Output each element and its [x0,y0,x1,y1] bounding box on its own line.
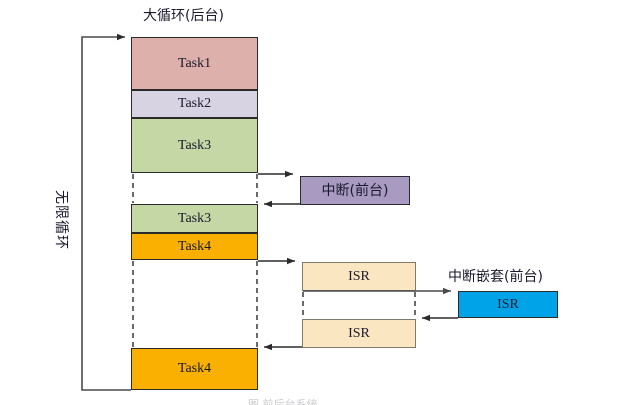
task-block-task4-resume: Task4 [131,348,258,390]
task-block-label: Task3 [177,210,212,226]
task-block-task3-resume: Task3 [131,204,258,233]
task-block-task1: Task1 [131,37,258,90]
isr-box-first: ISR [302,262,416,291]
isr-box-label: ISR [348,268,370,284]
task-block-task3-first: Task3 [131,118,258,173]
diagram-title: 大循环(后台) [143,8,224,24]
task-block-label: Task3 [177,137,212,153]
isr-box-second: ISR [302,319,416,348]
dashed-guide-isr [302,292,416,319]
nested-isr-box: ISR [458,291,558,318]
task-block-label: Task4 [177,238,212,254]
infinite-loop-label: 无限循环 [53,190,69,250]
infinite-loop-bracket [81,33,131,391]
task-block-label: Task2 [177,96,212,111]
task-block-task2: Task2 [131,90,258,118]
interrupt-box: 中断(前台) [300,176,410,205]
task-block-label: Task4 [177,361,212,376]
task-block-label: Task1 [177,55,212,71]
figure-caption: 图 前后台系统 [248,398,318,405]
isr-box-label: ISR [348,325,370,341]
nested-interrupt-label: 中断嵌套(前台) [448,269,543,285]
interrupt-box-label: 中断(前台) [321,182,389,199]
task-block-task4-first: Task4 [131,233,258,260]
nested-isr-label: ISR [497,296,519,312]
